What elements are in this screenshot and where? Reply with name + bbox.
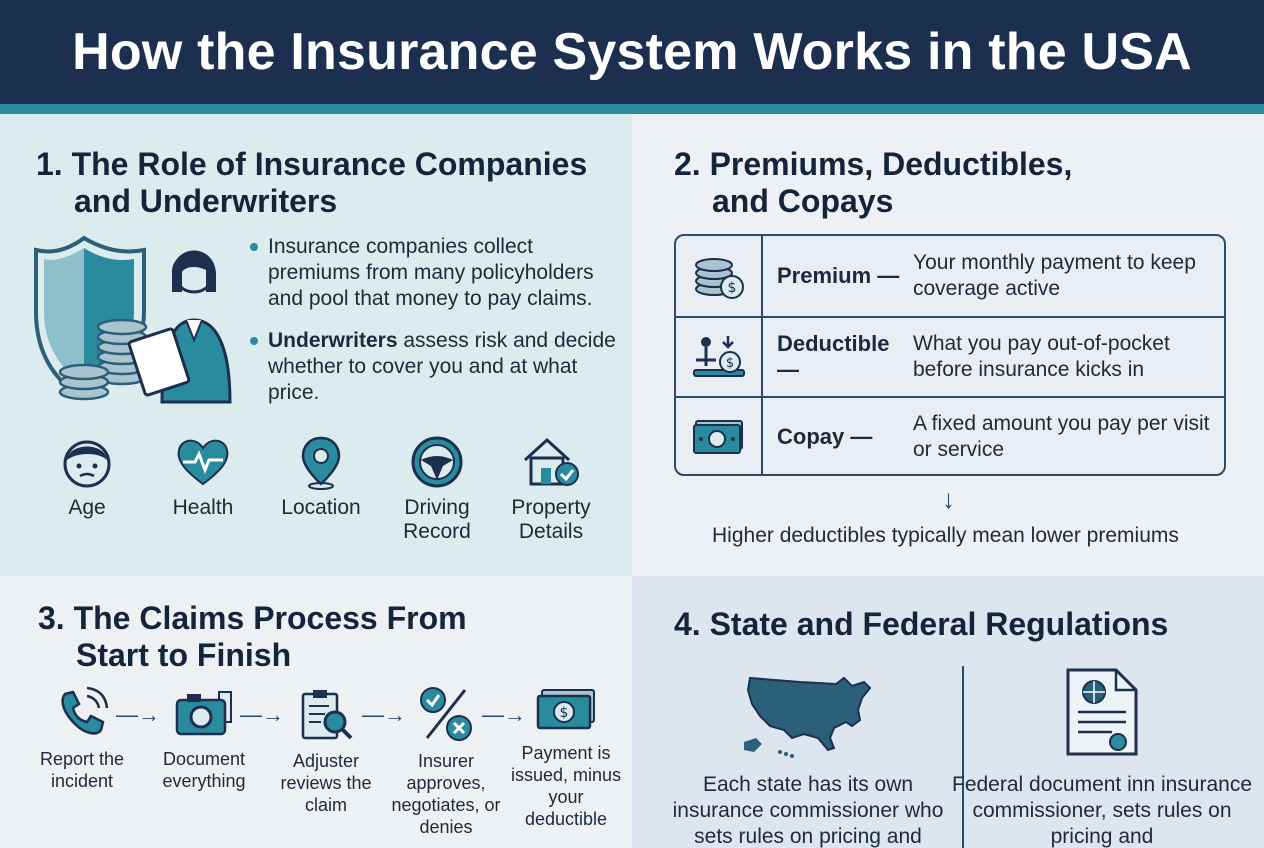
svg-text:$: $ — [560, 705, 569, 721]
money-icon: $ — [536, 689, 595, 730]
factor-age: Age — [32, 434, 142, 520]
header-stripe — [0, 104, 1264, 114]
svg-text:$: $ — [725, 356, 733, 371]
section-premiums: 2. Premiums, Deductibles, and Copays $ P… — [632, 114, 1264, 576]
section2-title: 2. Premiums, Deductibles, and Copays — [674, 146, 1073, 219]
step-report: Report the incident — [22, 686, 142, 792]
federal-document-icon — [1066, 668, 1138, 756]
factor-health: Health — [148, 434, 258, 520]
steering-wheel-icon — [411, 436, 463, 488]
factor-property-details: Property Details — [496, 434, 606, 544]
step-payment: $ Payment is issued, minus your deductib… — [506, 686, 626, 830]
location-pin-icon — [301, 436, 341, 490]
bullet-underwriters: Underwriters assess risk and decide whet… — [250, 328, 620, 406]
section-claims-process: 3. The Claims Process From Start to Fini… — [0, 576, 632, 848]
step-adjuster: Adjuster reviews the claim — [266, 686, 386, 816]
flow-arrow: —→ — [362, 702, 406, 727]
page-title: How the Insurance System Works in the US… — [72, 23, 1192, 81]
factor-driving-record: Driving Record — [382, 434, 492, 544]
table-row-deductible: $ Deductible — What you pay out-of-pocke… — [676, 316, 1224, 396]
section1-title: 1. The Role of Insurance Companies and U… — [36, 146, 588, 219]
cost-terms-table: $ Premium — Your monthly payment to keep… — [674, 234, 1226, 476]
down-arrow: ↓ — [942, 484, 955, 514]
approve-deny-icon — [420, 687, 472, 741]
scale-coin-icon: $ — [692, 336, 745, 377]
banknote-icon — [692, 420, 743, 454]
role-bullet-list: Insurance companies collect premiums fro… — [250, 234, 620, 422]
heart-icon — [177, 439, 229, 486]
house-check-icon — [523, 437, 579, 486]
clipboard-magnifier-icon — [301, 690, 353, 740]
section-regulations: 4. State and Federal Regulations Each st… — [632, 576, 1264, 848]
section-insurance-companies: 1. The Role of Insurance Companies and U… — [0, 114, 632, 576]
table-row-copay: Copay — A fixed amount you pay per visit… — [676, 396, 1224, 476]
regulations-divider — [962, 666, 964, 848]
svg-text:$: $ — [727, 280, 736, 296]
flow-arrow: —→ — [482, 702, 526, 727]
bullet-insurance-companies: Insurance companies collect premiums fro… — [250, 234, 620, 312]
table-row-premium: $ Premium — Your monthly payment to keep… — [676, 236, 1224, 316]
federal-regulation-text: Federal document inn insurance commissio… — [952, 773, 1253, 848]
section3-title: 3. The Claims Process From Start to Fini… — [38, 600, 467, 673]
face-icon — [63, 440, 111, 488]
coin-stack-icon: $ — [694, 258, 744, 299]
usa-map-icon — [744, 676, 872, 758]
step-document: Document everything — [144, 686, 264, 792]
factor-location: Location — [266, 434, 376, 520]
phone-icon — [61, 686, 109, 735]
camera-icon — [175, 691, 232, 736]
flow-arrow: —→ — [116, 702, 160, 727]
deductible-note: Higher deductibles typically mean lower … — [712, 524, 1179, 547]
section4-title: 4. State and Federal Regulations — [674, 606, 1169, 642]
step-insurer-decision: Insurer approves, negotiates, or denies — [386, 686, 506, 838]
shield-underwriter-illustration — [34, 235, 232, 404]
state-regulation-text: Each state has its own insurance commiss… — [672, 773, 944, 848]
flow-arrow: —→ — [240, 702, 284, 727]
header: How the Insurance System Works in the US… — [0, 0, 1264, 104]
